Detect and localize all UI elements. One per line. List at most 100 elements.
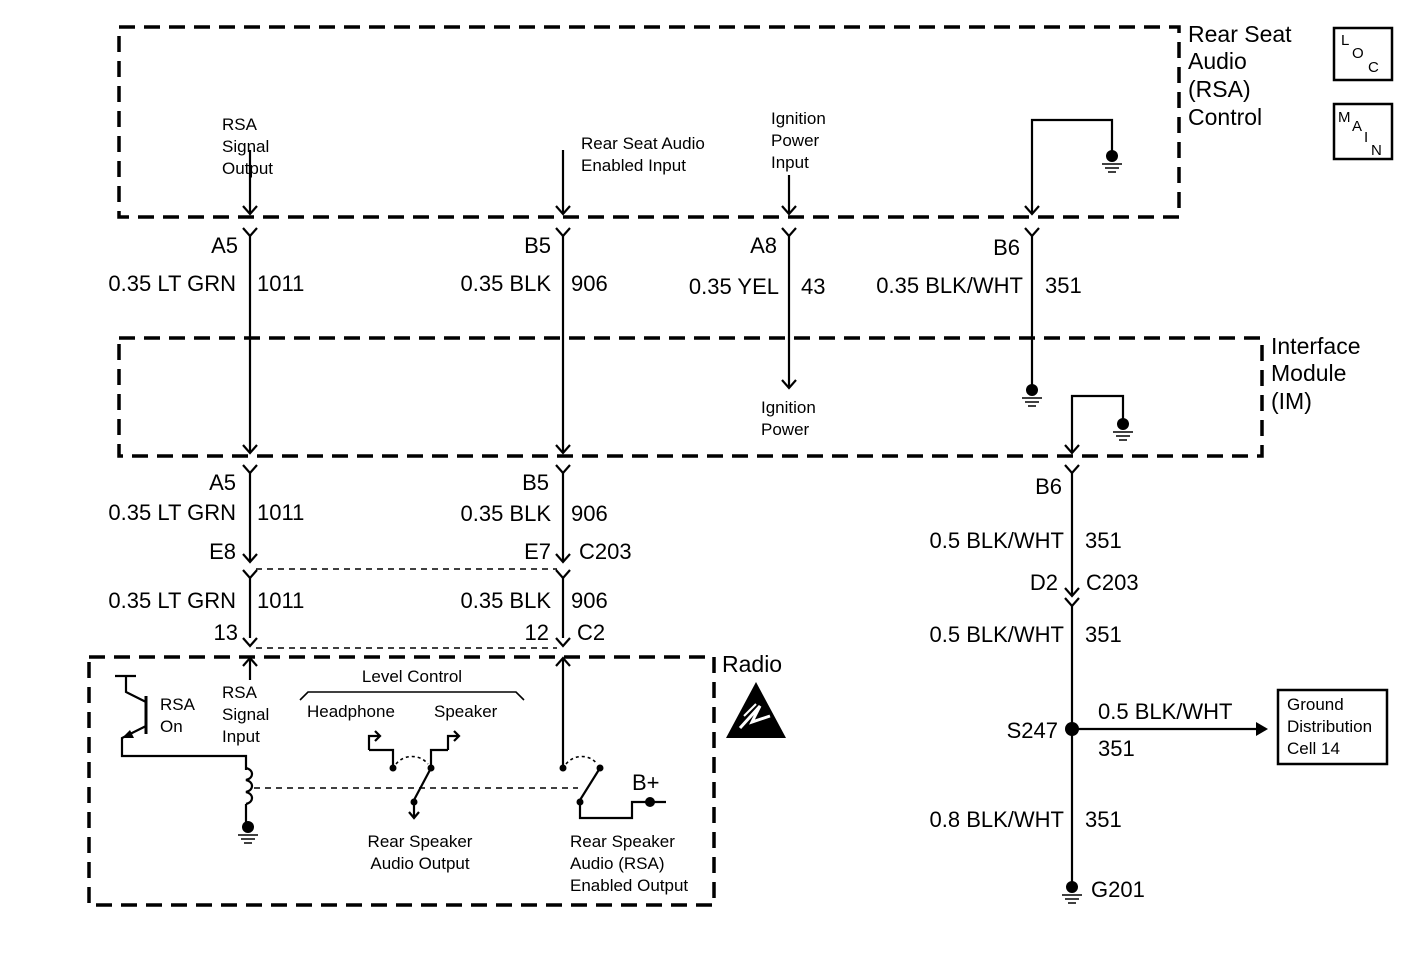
rear-speaker-out-l1: Rear Speaker bbox=[368, 832, 473, 851]
wire-906-top-color: 0.35 BLK bbox=[460, 271, 551, 296]
rsa-control-module-outline bbox=[117, 25, 1181, 219]
main-icon: M A I N bbox=[1332, 102, 1394, 161]
wire-906-mid-circuit: 906 bbox=[571, 501, 608, 526]
c203-name: C203 bbox=[579, 539, 632, 564]
rsa-enabled-input-l2: Enabled Input bbox=[581, 156, 686, 175]
rsa-ign-input-l1: Ignition bbox=[771, 109, 826, 128]
rsa-enabled-out-l2: Audio (RSA) bbox=[570, 854, 664, 873]
level-control-bracket bbox=[299, 691, 525, 701]
im-ign-power-l2: Power bbox=[761, 420, 810, 439]
c203-pin-e7: E7 bbox=[524, 539, 551, 564]
svg-text:M: M bbox=[1338, 109, 1351, 126]
rear-speaker-out-l2: Audio Output bbox=[370, 854, 470, 873]
wire-351-ground-circuit: 351 bbox=[1085, 807, 1122, 832]
im-internal-ground-icon bbox=[1064, 394, 1133, 455]
rsa-title-line4: Control bbox=[1188, 104, 1262, 130]
rsa-title-line2: Audio bbox=[1188, 48, 1247, 74]
wire-43-color: 0.35 YEL bbox=[689, 274, 779, 299]
rsa-enabled-out-l1: Rear Speaker bbox=[570, 832, 675, 851]
rsa-signal-output-l1: RSA bbox=[222, 115, 258, 134]
rsa-enabled-switch-icon bbox=[559, 755, 666, 820]
wire-906-low-color: 0.35 BLK bbox=[460, 588, 551, 613]
c2-pin-12: 12 bbox=[525, 620, 549, 645]
ground-dist-l1: Ground bbox=[1287, 695, 1344, 714]
wire-906 bbox=[555, 150, 571, 766]
im-title-line2: Module bbox=[1271, 360, 1346, 386]
wire-351-ground-color: 0.8 BLK/WHT bbox=[930, 807, 1064, 832]
c203-pin-e8: E8 bbox=[209, 539, 236, 564]
ground-dist-l3: Cell 14 bbox=[1287, 739, 1340, 758]
level-control-label: Level Control bbox=[362, 667, 462, 686]
wire-906-mid-color: 0.35 BLK bbox=[460, 501, 551, 526]
wire-1011 bbox=[242, 150, 258, 680]
svg-text:C: C bbox=[1368, 59, 1379, 76]
wire-351-top bbox=[1022, 227, 1042, 407]
wire-351-low-color: 0.5 BLK/WHT bbox=[930, 622, 1064, 647]
wire-351-top-color: 0.35 BLK/WHT bbox=[876, 273, 1023, 298]
pin-a5-im: A5 bbox=[209, 470, 236, 495]
wire-906-top-circuit: 906 bbox=[571, 271, 608, 296]
rsa-signal-output-l3: Output bbox=[222, 159, 273, 178]
c203-name-right: C203 bbox=[1086, 570, 1139, 595]
im-ign-power-l1: Ignition bbox=[761, 398, 816, 417]
splice-s247-label: S247 bbox=[1007, 718, 1058, 743]
loc-icon: L O C bbox=[1332, 26, 1394, 82]
relay-coil-icon bbox=[238, 766, 258, 844]
rsa-ign-input-l2: Power bbox=[771, 131, 820, 150]
radio-title: Radio bbox=[722, 651, 782, 677]
wire-1011-low-circuit: 1011 bbox=[257, 588, 304, 613]
rsa-signal-input-l2: Signal bbox=[222, 705, 269, 724]
rsa-on-l1: RSA bbox=[160, 695, 196, 714]
wire-1011-top-color: 0.35 LT GRN bbox=[108, 271, 236, 296]
wire-1011-mid-color: 0.35 LT GRN bbox=[108, 500, 236, 525]
rsa-signal-input-l3: Input bbox=[222, 727, 260, 746]
svg-text:O: O bbox=[1352, 45, 1364, 62]
rsa-signal-input-l1: RSA bbox=[222, 683, 258, 702]
pin-b6-top: B6 bbox=[993, 235, 1020, 260]
pin-b6-im: B6 bbox=[1035, 474, 1062, 499]
wire-351-top-circuit: 351 bbox=[1045, 273, 1082, 298]
ground-g201-label: G201 bbox=[1091, 877, 1145, 902]
im-title-line1: Interface bbox=[1271, 333, 1361, 359]
pin-a8-top: A8 bbox=[750, 233, 777, 258]
c2-name: C2 bbox=[577, 620, 605, 645]
wire-1011-top-circuit: 1011 bbox=[257, 271, 304, 296]
svg-text:L: L bbox=[1341, 32, 1349, 49]
c2-pin-13: 13 bbox=[214, 620, 238, 645]
wire-1011-mid-circuit: 1011 bbox=[257, 500, 304, 525]
level-switch-icon bbox=[367, 730, 461, 820]
c203-pin-d2: D2 bbox=[1030, 570, 1058, 595]
rsa-control-title: Rear Seat Audio (RSA) Control bbox=[1188, 21, 1292, 130]
rsa-ign-input-l3: Input bbox=[771, 153, 809, 172]
rsa-enabled-out-l3: Enabled Output bbox=[570, 876, 688, 895]
wire-1011-low-color: 0.35 LT GRN bbox=[108, 588, 236, 613]
bplus-label: B+ bbox=[632, 770, 660, 795]
svg-text:I: I bbox=[1364, 129, 1368, 146]
wire-351-low-circuit: 351 bbox=[1085, 622, 1122, 647]
wire-351-lower bbox=[1064, 464, 1268, 882]
ground-distribution-ref-box[interactable] bbox=[1276, 688, 1389, 766]
rsa-title-line1: Rear Seat bbox=[1188, 21, 1292, 47]
pin-a5-top: A5 bbox=[211, 233, 238, 258]
ground-dist-l2: Distribution bbox=[1287, 717, 1372, 736]
wire-351-mid-color: 0.5 BLK/WHT bbox=[930, 528, 1064, 553]
rsa-title-line3: (RSA) bbox=[1188, 76, 1251, 102]
rsa-on-l2: On bbox=[160, 717, 183, 736]
pin-b5-top: B5 bbox=[524, 233, 551, 258]
wire-43 bbox=[781, 175, 797, 390]
ground-g201-icon bbox=[1062, 881, 1082, 904]
svg-text:A: A bbox=[1352, 118, 1362, 135]
wire-43-circuit: 43 bbox=[801, 274, 825, 299]
svg-text:N: N bbox=[1371, 142, 1382, 159]
rsa-internal-ground-icon bbox=[1024, 118, 1122, 216]
interface-module-outline bbox=[117, 336, 1264, 458]
radio-module-outline bbox=[87, 655, 716, 907]
splice-s247-dot bbox=[1065, 722, 1079, 736]
splice-branch-circuit: 351 bbox=[1098, 736, 1135, 761]
rsa-signal-output-l2: Signal bbox=[222, 137, 269, 156]
im-title-line3: (IM) bbox=[1271, 388, 1312, 414]
rsa-on-transistor-icon bbox=[115, 674, 248, 770]
esd-warning-icon bbox=[726, 682, 786, 738]
splice-branch-color: 0.5 BLK/WHT bbox=[1098, 699, 1232, 724]
